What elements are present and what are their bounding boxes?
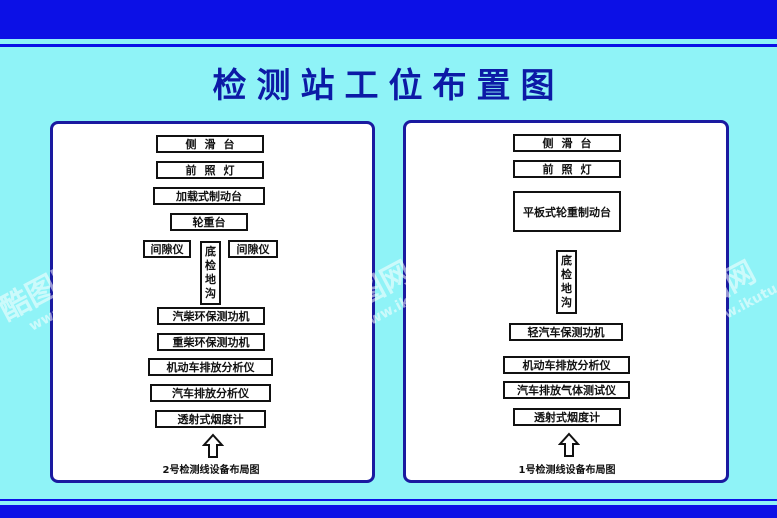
line2-heavy-diesel-dyno: 重柴环保测功机 <box>157 333 265 351</box>
line1-side-slip-station: 侧滑台 <box>513 134 621 152</box>
line1-flat-plate-brake-station: 平板式轮重制动台 <box>513 191 621 232</box>
line1-light-vehicle-dyno: 轻汽车保测功机 <box>509 323 623 341</box>
line1-exhaust-gas-tester: 汽车排放气体测试仪 <box>503 381 630 399</box>
bottom-banner-bar <box>0 505 777 518</box>
line2-play-detector-right: 间隙仪 <box>228 240 278 258</box>
line2-inspection-pit: 底检地沟 <box>200 241 221 305</box>
page-title: 检测站工位布置图 <box>212 66 565 106</box>
line2-direction-arrow-icon <box>202 433 224 458</box>
line2-play-detector-left: 间隙仪 <box>143 240 191 258</box>
line2-side-slip-station: 侧滑台 <box>156 135 264 153</box>
line2-emission-analyzer: 机动车排放分析仪 <box>148 358 273 376</box>
line2-gasoline-diesel-dyno: 汽柴环保测功机 <box>157 307 265 325</box>
line1-inspection-pit: 底检地沟 <box>556 250 577 314</box>
bottom-divider-line <box>0 499 777 501</box>
line2-vehicle-emission-analyzer: 汽车排放分析仪 <box>150 384 271 402</box>
line-1-layout-panel: 侧滑台 前照灯 平板式轮重制动台 底检地沟 轻汽车保测功机 机动车排放分析仪 汽… <box>403 120 729 483</box>
line1-inspection-pit-label: 底检地沟 <box>561 254 572 309</box>
line2-headlight-station: 前照灯 <box>156 161 264 179</box>
line2-wheel-weight-station: 轮重台 <box>170 213 248 231</box>
line1-caption: 1号检测线设备布局图 <box>518 465 616 476</box>
line1-headlight-station: 前照灯 <box>513 160 621 178</box>
top-banner-bar <box>0 0 777 39</box>
line2-loaded-brake-station: 加载式制动台 <box>153 187 265 205</box>
top-divider-line <box>0 44 777 47</box>
line2-inspection-pit-label: 底检地沟 <box>205 245 216 300</box>
line1-opacity-meter: 透射式烟度计 <box>513 408 621 426</box>
line2-caption: 2号检测线设备布局图 <box>162 465 260 476</box>
line1-emission-analyzer: 机动车排放分析仪 <box>503 356 630 374</box>
line-2-layout-panel: 侧滑台 前照灯 加载式制动台 轮重台 间隙仪 间隙仪 底检地沟 汽柴环保测功机 … <box>50 121 375 483</box>
line1-direction-arrow-icon <box>558 432 580 457</box>
line2-opacity-meter: 透射式烟度计 <box>155 410 266 428</box>
